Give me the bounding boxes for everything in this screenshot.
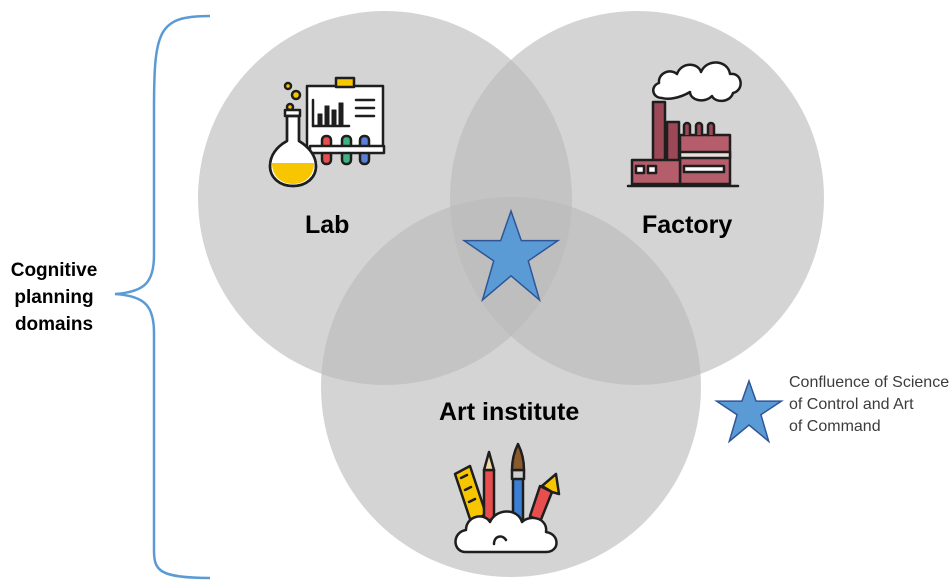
bracket-label: Cognitive planning domains <box>8 257 100 338</box>
legend-star-icon <box>714 378 784 444</box>
factory-icon <box>626 61 742 188</box>
lab-flask-chart-icon <box>268 76 386 188</box>
bracket-label-line: planning <box>14 287 94 308</box>
bracket-label-line: domains <box>14 314 94 335</box>
art-supplies-icon <box>453 442 561 554</box>
legend-line: of Control and Art <box>789 396 914 413</box>
bracket <box>114 14 211 580</box>
factory-label: Factory <box>642 211 733 239</box>
art-institute-label: Art institute <box>439 398 580 426</box>
venn-circles <box>198 11 824 577</box>
bracket-label-line: Cognitive <box>10 260 98 281</box>
center-star-icon <box>461 208 561 303</box>
legend-line: of Command <box>789 418 881 435</box>
legend-text: Confluence of Science of Control and Art… <box>789 372 949 438</box>
legend-line: Confluence of Science <box>789 374 950 391</box>
art-circle <box>321 197 701 577</box>
lab-label: Lab <box>305 211 350 239</box>
